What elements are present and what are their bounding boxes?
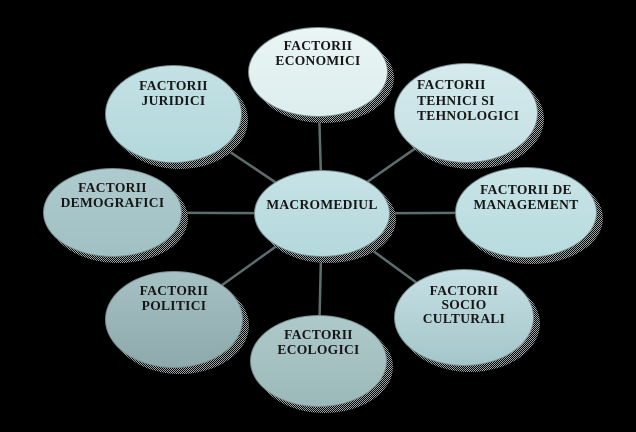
node-factorii-ecologici: FACTORII ECOLOGICI xyxy=(250,315,393,413)
node-bubble: FACTORII DEMOGRAFICI xyxy=(43,168,182,257)
node-label-line: FACTORII xyxy=(417,77,486,92)
node-bubble: FACTORII POLITICI xyxy=(105,271,243,368)
node-label-line: DEMOGRAFICI xyxy=(60,195,165,210)
node-bubble: FACTORII JURIDICI xyxy=(105,65,242,163)
node-factorii-politici: FACTORII POLITICI xyxy=(105,271,249,374)
node-bubble: FACTORII DE MANAGEMENT xyxy=(455,167,597,258)
node-label-line: FACTORII xyxy=(429,283,499,298)
node-bubble: FACTORII ECOLOGICI xyxy=(250,315,387,407)
node-label-line: FACTORII xyxy=(139,283,209,298)
node-factorii-juridici: FACTORII JURIDICI xyxy=(105,65,248,169)
node-factorii-economici: FACTORII ECONOMICI xyxy=(248,27,394,123)
node-factorii-de-management: FACTORII DE MANAGEMENT xyxy=(455,167,603,264)
node-label-line: FACTORII xyxy=(139,78,208,93)
node-label-line: POLITICI xyxy=(141,298,207,313)
node-label-line: FACTORII xyxy=(284,327,353,342)
node-bubble: FACTORII TEHNICI SI TEHNOLOGICI xyxy=(394,63,538,163)
node-label-line: FACTORII xyxy=(283,38,353,53)
node-label-line: FACTORII DE xyxy=(480,182,572,197)
node-label-line: ECOLOGICI xyxy=(277,342,360,357)
node-label-line: JURIDICI xyxy=(141,93,206,108)
node-bubble: FACTORII SOCIO CULTURALI xyxy=(394,269,534,366)
node-label-line: TEHNOLOGICI xyxy=(417,108,520,123)
node-factorii-demografici: FACTORII DEMOGRAFICI xyxy=(43,168,188,263)
node-label-line: MACROMEDIUL xyxy=(266,197,378,212)
node-bubble: FACTORII ECONOMICI xyxy=(248,27,388,117)
node-factorii-socio-culturali: FACTORII SOCIO CULTURALI xyxy=(394,269,540,372)
node-label-line: FACTORII xyxy=(78,180,147,195)
node-label-line: SOCIO xyxy=(441,297,487,312)
node-label-line: ECONOMICI xyxy=(275,53,361,68)
node-macromediul-center: MACROMEDIUL xyxy=(254,170,396,263)
node-label-line: CULTURALI xyxy=(422,311,506,326)
node-factorii-tehnici-si-tehnologici: FACTORII TEHNICI SI TEHNOLOGICI xyxy=(394,63,544,169)
node-label-line: MANAGEMENT xyxy=(473,197,579,212)
node-label-line: TEHNICI SI xyxy=(417,92,495,108)
node-bubble: MACROMEDIUL xyxy=(254,170,390,257)
